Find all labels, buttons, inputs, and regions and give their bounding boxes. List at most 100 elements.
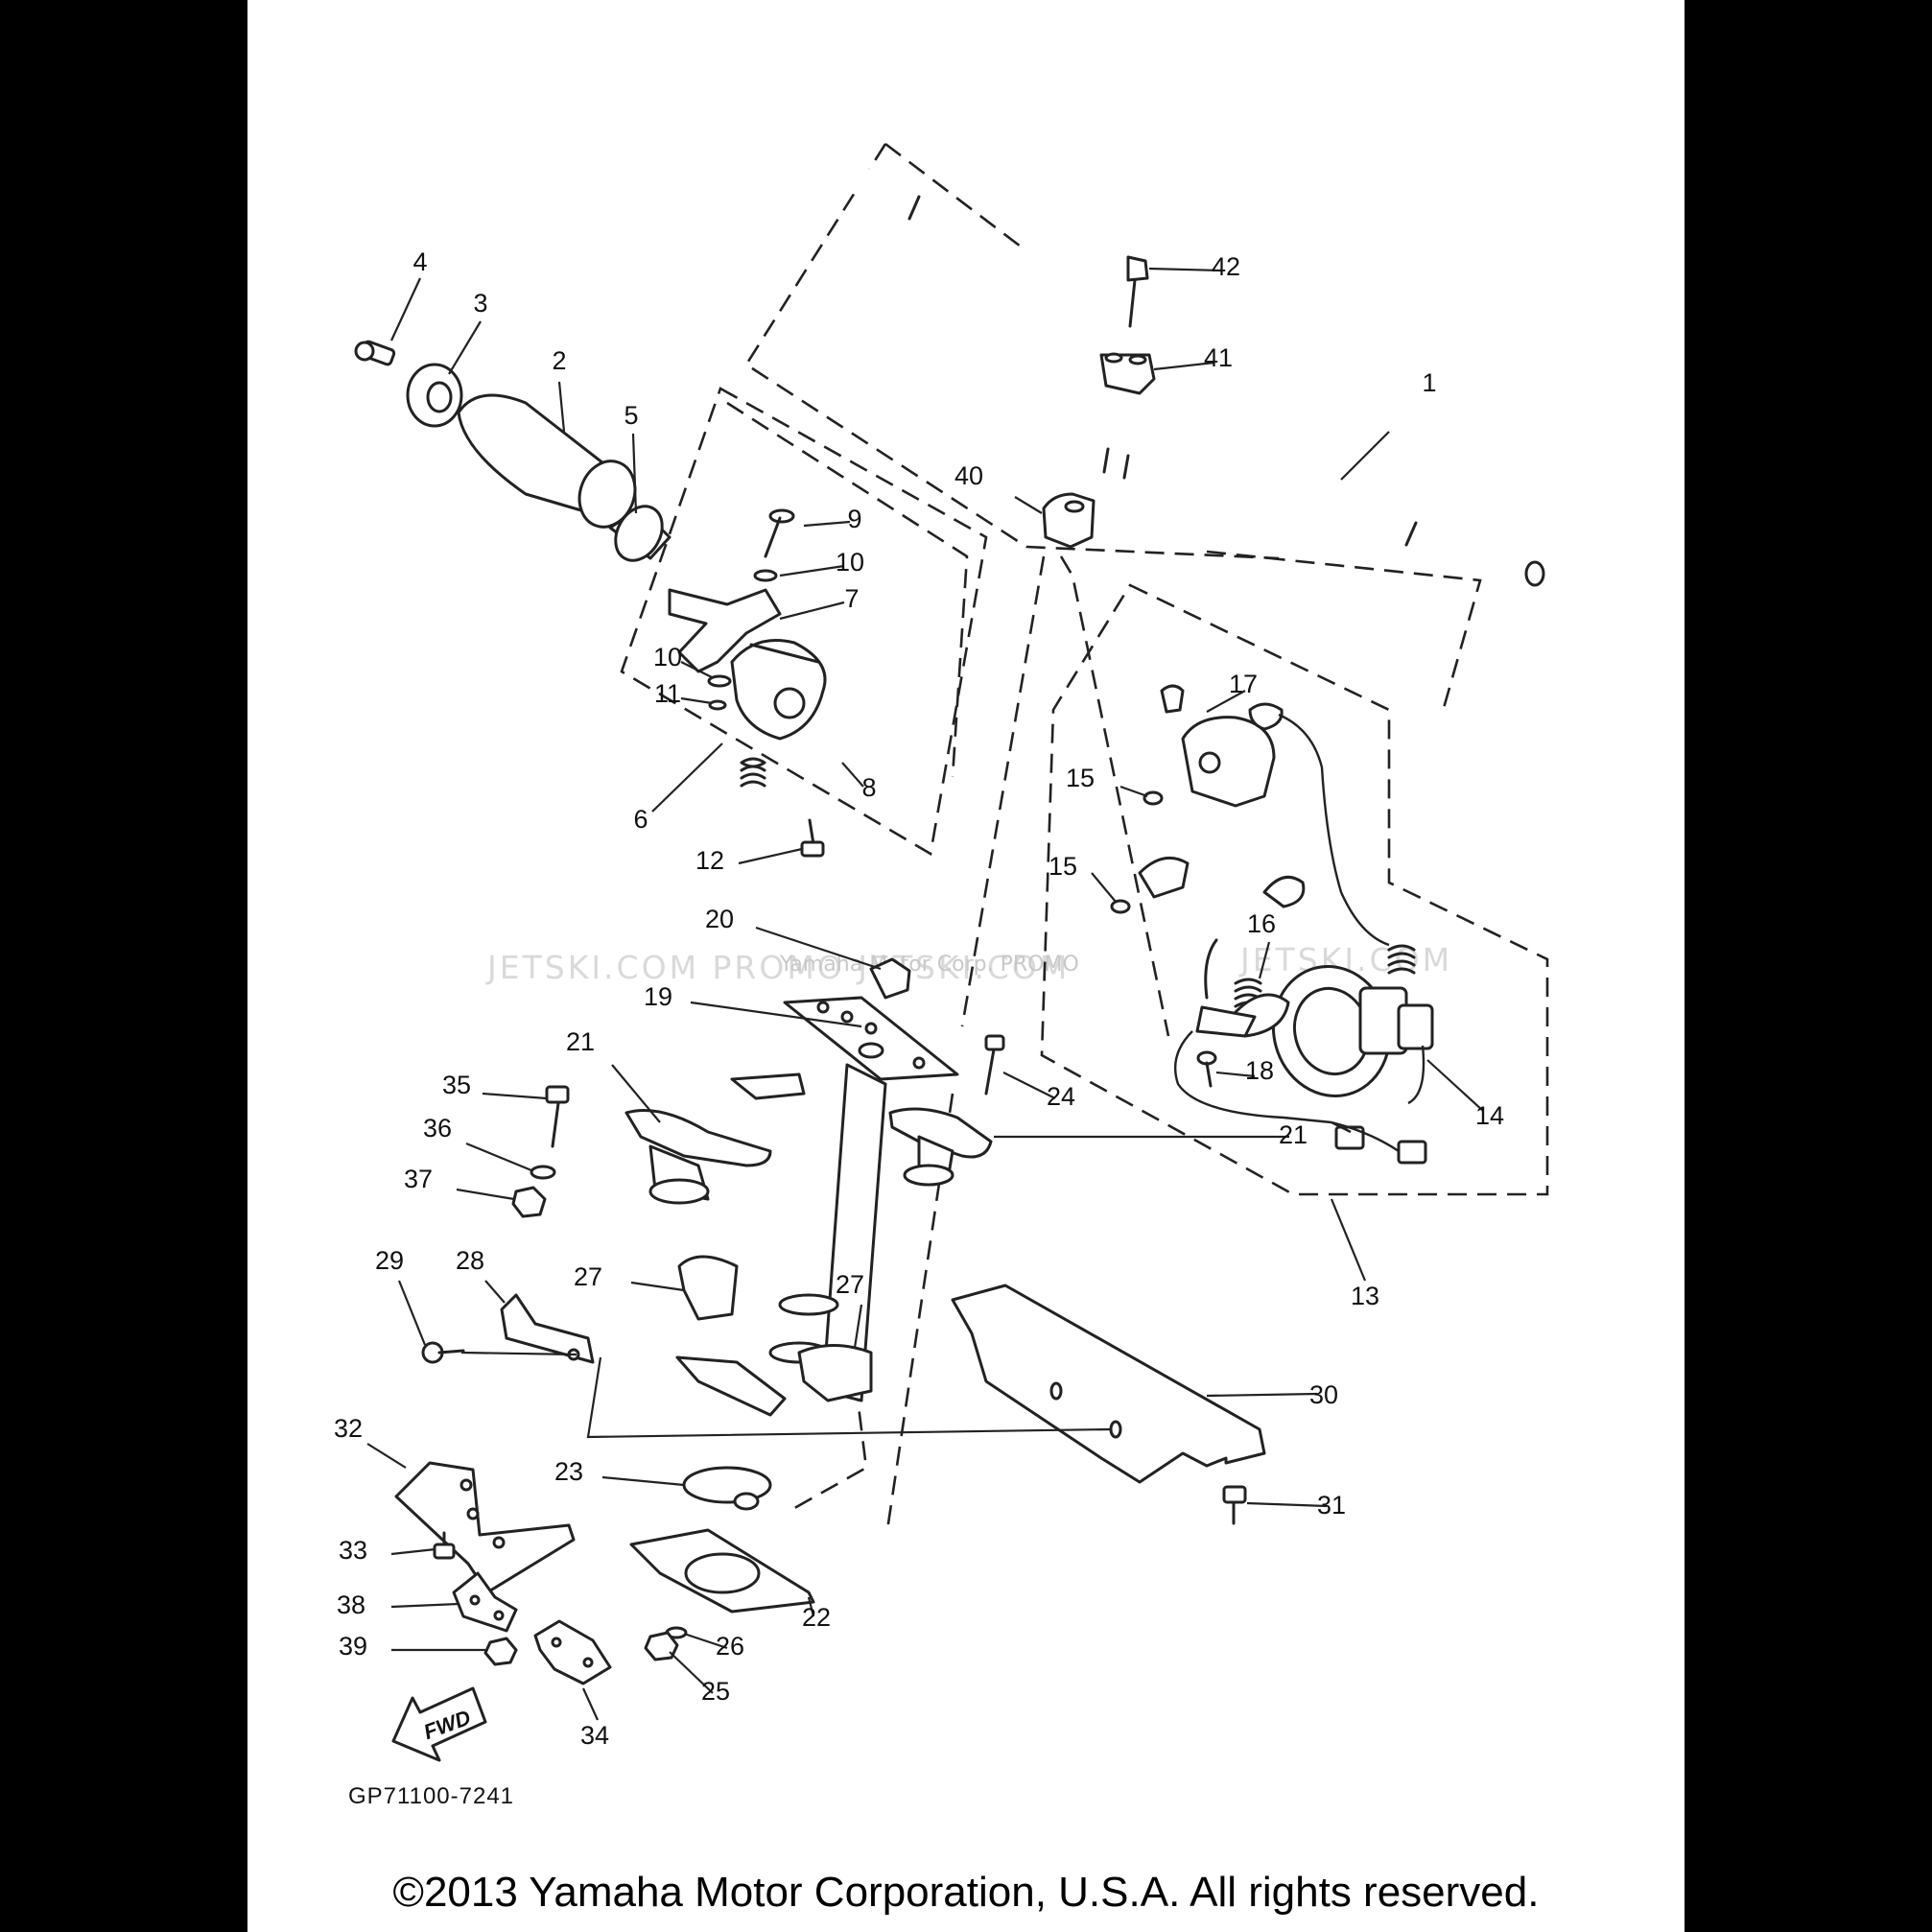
bolt-part [800, 818, 825, 858]
callout-label-42: 42 [1212, 252, 1240, 281]
callout-label-18: 18 [1245, 1056, 1274, 1085]
end-cap-part [406, 363, 463, 428]
throttle-group-outline [620, 387, 988, 857]
callout-label-12: 12 [695, 846, 724, 875]
pin-part [764, 508, 795, 558]
copyright-notice: ©2013 Yamaha Motor Corporation, U.S.A. A… [392, 1869, 1540, 1916]
callout-leader [1340, 431, 1390, 481]
switch-body-part [1138, 856, 1306, 1038]
callout-leader [1206, 1392, 1318, 1398]
switch-group-outline [1040, 583, 1549, 1196]
callout-label-17: 17 [1229, 670, 1258, 698]
callout-label-27: 27 [574, 1262, 602, 1291]
lever-edge [749, 643, 820, 664]
callout-leader [1215, 1071, 1256, 1078]
callout-label-6: 6 [633, 805, 648, 834]
washer-part [753, 569, 778, 582]
callout-leader [448, 320, 482, 375]
callout-label-3: 3 [473, 289, 487, 318]
callout-label-37: 37 [404, 1165, 433, 1193]
callout-leader [1246, 1501, 1328, 1508]
callout-label-41: 41 [1204, 343, 1233, 372]
callout-leader [669, 1651, 714, 1694]
washer-part [707, 674, 732, 688]
switch-wire [1407, 1045, 1425, 1105]
diagram-reference-code: GP71100-7241 [348, 1783, 514, 1809]
callout-label-25: 25 [701, 1677, 730, 1706]
callout-leader [680, 696, 713, 705]
switch-housing-part [1160, 684, 1284, 808]
callout-leader [1119, 785, 1148, 798]
callout-leader [779, 564, 845, 577]
band-part [682, 1466, 772, 1511]
callout-label-38: 38 [337, 1590, 365, 1619]
callout-leader [557, 381, 566, 433]
bolt-part [433, 1531, 456, 1560]
callout-label-20: 20 [705, 905, 734, 933]
callout-label-36: 36 [423, 1114, 452, 1143]
bracket-part [394, 1461, 576, 1594]
callout-label-39: 39 [339, 1632, 367, 1661]
clamp-bolt-part [1126, 255, 1149, 328]
leader-lines [366, 267, 1484, 1721]
callout-label-34: 34 [580, 1721, 609, 1750]
callout-label-14: 14 [1475, 1101, 1504, 1130]
handlebar-part [842, 163, 1547, 587]
grip-part [457, 393, 637, 529]
callout-leader [581, 1687, 600, 1721]
callout-label-24: 24 [1047, 1082, 1075, 1111]
bushing-part [677, 1255, 739, 1321]
washer-part [530, 1165, 556, 1180]
callout-leader [1206, 690, 1246, 713]
screw-part [1196, 1050, 1217, 1088]
callout-leader [1153, 361, 1215, 371]
callout-label-27: 27 [836, 1270, 864, 1299]
callout-label-22: 22 [802, 1603, 831, 1632]
callout-leader [651, 742, 723, 813]
callout-leader [1330, 1198, 1367, 1282]
bolt-part [421, 1341, 465, 1364]
bolt-part [1222, 1485, 1247, 1525]
callout-label-29: 29 [375, 1246, 404, 1275]
clip-part [452, 1571, 518, 1633]
dash-line [960, 555, 1046, 1027]
spring-part [740, 757, 766, 788]
callout-leader [390, 1547, 436, 1556]
callout-leader [690, 1001, 862, 1028]
callout-label-32: 32 [334, 1414, 363, 1443]
lower-clamp-part [1042, 492, 1096, 549]
grip-line [907, 195, 921, 221]
callout-label-31: 31 [1317, 1491, 1346, 1520]
callout-leader [366, 1443, 407, 1469]
reference-line [460, 1351, 577, 1356]
callout-label-13: 13 [1351, 1282, 1379, 1310]
exploded-parts-diagram: JETSKI.COM PROMO JETSKI.COM Yamaha Motor… [334, 142, 1549, 1809]
bushing-part [624, 1109, 772, 1205]
bushing-part [888, 1107, 993, 1187]
dash-line [1059, 555, 1170, 1037]
callout-leader [1014, 496, 1043, 514]
callout-leader [738, 847, 803, 865]
callout-label-4: 4 [412, 247, 427, 276]
callout-label-1: 1 [1422, 368, 1436, 397]
cover-part [951, 1284, 1266, 1484]
nut-part [511, 1186, 547, 1218]
upper-clamp-part [1099, 352, 1156, 395]
callout-labels: 1234567891010111213141515161718192021212… [334, 247, 1504, 1750]
callout-leader [755, 926, 882, 971]
callout-leader [803, 520, 851, 528]
callout-leader [601, 1475, 685, 1487]
screw-part [1110, 899, 1131, 914]
watermark-center: Yamaha Motor Corp. PROMO [779, 953, 1079, 977]
callout-leader [631, 433, 638, 514]
dash-line [1206, 550, 1482, 716]
callout-label-23: 23 [554, 1457, 583, 1486]
callout-label-19: 19 [644, 982, 672, 1011]
callout-label-15: 15 [1048, 852, 1077, 881]
callout-label-15: 15 [1066, 764, 1095, 792]
parts-diagram-page: JETSKI.COM PROMO JETSKI.COM Yamaha Motor… [247, 0, 1685, 1932]
callout-leader [683, 1632, 728, 1650]
callout-leader [1426, 1059, 1484, 1112]
spring-part [1234, 944, 1416, 1008]
callout-leader [680, 661, 713, 678]
